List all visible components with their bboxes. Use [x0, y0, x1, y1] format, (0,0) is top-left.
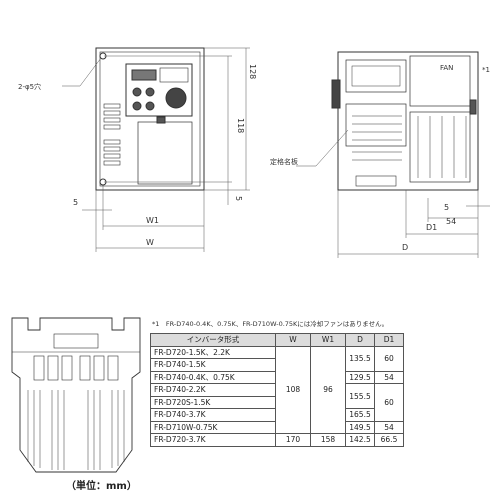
setting-dial [165, 87, 187, 109]
dim-side-5: 5 [444, 203, 449, 212]
d1-cell: 66.5 [374, 433, 404, 447]
model-cell: FR-D740-2.2K [150, 383, 276, 397]
unit-label: （単位：mm） [66, 481, 137, 492]
d-cell: 165.5 [345, 408, 375, 422]
d-cell: 135.5 [345, 345, 375, 372]
d1-cell: 54 [374, 370, 404, 384]
header-w: W [275, 333, 311, 347]
d-cell: 142.5 [345, 433, 375, 447]
model-cell: FR-D710W-0.75K [150, 420, 276, 434]
dim-height-outer: 128 [248, 64, 257, 79]
header-d1: D1 [374, 333, 404, 347]
heat-sink-fins [417, 116, 467, 178]
header-model: インバータ形式 [150, 333, 276, 347]
model-cell: FR-D720-1.5K、2.2K [150, 345, 276, 359]
front-body-outline [95, 47, 205, 191]
side-upper-inner [351, 65, 401, 87]
table-row: FR-D710W-0.75K 149.5 54 [150, 420, 404, 434]
merged-w1-cell: 96 [310, 345, 346, 434]
bottom-view [11, 317, 141, 473]
panel-button-4 [145, 101, 155, 111]
side-middle-block [345, 103, 407, 147]
header-w1: W1 [310, 333, 346, 347]
front-dimension-lines [62, 47, 250, 252]
front-body-inner [99, 51, 201, 187]
w1-cell: 158 [310, 433, 346, 447]
model-cell: FR-D740-1.5K [150, 358, 276, 372]
dim-w1: W1 [146, 216, 159, 225]
model-cell: FR-D720S-1.5K [150, 395, 276, 409]
side-fins [352, 115, 402, 161]
d-cell: 149.5 [345, 420, 375, 434]
cover-screw [156, 116, 166, 124]
side-panel-knob [331, 79, 341, 109]
d-cell: 129.5 [345, 370, 375, 384]
model-cell: FR-D720-3.7K [150, 433, 276, 447]
bottom-fins [27, 390, 125, 470]
front-view [95, 47, 205, 191]
hole-label: 2-φ5穴 [18, 82, 41, 91]
fan-note: *1 [482, 66, 490, 74]
table-header-row: インバータ形式 W W1 D D1 [150, 333, 404, 347]
dim-w: W [146, 238, 154, 247]
led-display [131, 69, 157, 81]
merged-w-cell: 108 [275, 345, 311, 434]
terminal-blocks [33, 333, 119, 381]
dim-bottom: 5 [234, 196, 243, 201]
dimension-table: インバータ形式 W W1 D D1 FR-D720-1.5K、2.2K 108 … [150, 333, 404, 447]
table-row: FR-D720-1.5K、2.2K 108 96 135.5 60 [150, 345, 404, 434]
dim-left-offset: 5 [73, 198, 78, 207]
dim-d: D [402, 243, 408, 252]
bottom-body-outline [11, 317, 141, 473]
fan-housing [409, 55, 471, 107]
model-cell: FR-D740-3.7K [150, 408, 276, 422]
panel-button-1 [132, 87, 142, 97]
panel-button-3 [132, 101, 142, 111]
vent-slots [103, 103, 121, 166]
w-cell: 170 [275, 433, 311, 447]
indicator-area [159, 67, 189, 83]
panel-button-2 [145, 87, 155, 97]
dim-height-inner: 118 [236, 118, 245, 133]
side-body-outline [337, 51, 479, 191]
model-cell: FR-D740-0.4K、0.75K [150, 370, 276, 384]
dim-d1: D1 [426, 223, 437, 232]
side-bottom-terminal [355, 175, 397, 187]
fan-footnote: *1 FR-D740-0.4K、0.75K、FR-D710W-0.75Kには冷却… [152, 320, 389, 328]
d-cell: 155.5 [345, 383, 375, 409]
header-d: D [345, 333, 375, 347]
side-view [331, 51, 479, 191]
d1-cell: 54 [374, 420, 404, 434]
d1-cell: 60 [374, 345, 404, 372]
side-upper-block [345, 59, 407, 93]
side-dimension-lines [296, 129, 490, 258]
d1-cell: 60 [374, 383, 404, 422]
fan-label: FAN [440, 64, 453, 72]
operation-panel [125, 63, 193, 117]
nameplate-label: 定格名板 [270, 157, 298, 166]
side-clip [469, 99, 477, 115]
front-cover [137, 121, 193, 185]
heat-sink [409, 111, 471, 183]
dim-side-54: 54 [446, 217, 456, 226]
table-row: FR-D720-3.7K 170 158 142.5 66.5 [150, 433, 404, 447]
